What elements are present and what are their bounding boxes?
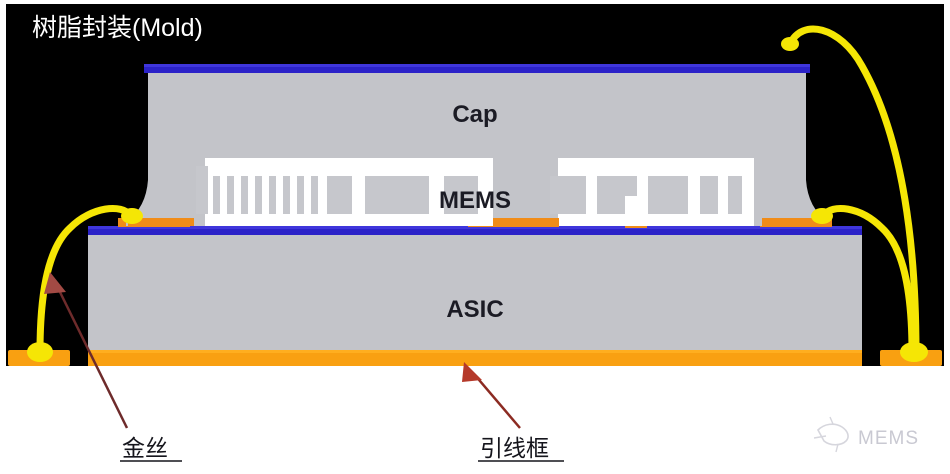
callout-label-lead-frame: 引线框: [480, 435, 549, 461]
cap-top-bond-layer: [144, 64, 810, 73]
mems-left-finger-slot: [255, 176, 262, 214]
ball-bond-cap-top: [781, 37, 799, 51]
mems-left-finger-slot: [283, 176, 290, 214]
mems-structure-right: [550, 158, 754, 226]
mems-left-notch: [196, 166, 208, 214]
ball-bond-right-top: [811, 208, 833, 224]
mems-right-gap-3: [700, 176, 718, 214]
label-cap: Cap: [452, 101, 497, 128]
mems-right-gap-4: [728, 176, 742, 214]
asic-die-body: [88, 232, 862, 350]
mems-left-gap-1: [327, 176, 352, 214]
callout-label-gold-wire: 金丝: [122, 435, 168, 461]
gold-wire-right-tall: [786, 25, 920, 356]
mems-right-stem: [625, 196, 641, 224]
mems-seam-pad: [493, 218, 559, 227]
gold-wire-group: [36, 25, 920, 356]
gold-wire-left-inner: [36, 205, 134, 356]
mems-left-finger-slot: [269, 176, 276, 214]
cap-body: [126, 70, 828, 226]
gold-wire-right-inner: [820, 205, 916, 356]
mems-left-finger-slot: [241, 176, 248, 214]
mems-right-gap-2: [648, 176, 688, 214]
callout-arrow-head-gold-wire: [44, 272, 66, 294]
label-asic: ASIC: [446, 296, 503, 323]
asic-top-bond-layer: [88, 226, 862, 235]
callout-arrows: [44, 272, 521, 429]
cap-foot-pad-left: [128, 218, 194, 226]
callout-arrow-line-lead-frame: [473, 373, 521, 429]
cap-foot-pad-right: [762, 218, 828, 226]
callout-arrow-line-gold-wire: [56, 287, 129, 429]
lead-frame-highlight: [88, 348, 862, 353]
mems-structure-left: [196, 158, 493, 226]
bird-logo-icon: [813, 416, 849, 453]
callout-arrow-head-lead-frame: [462, 362, 482, 382]
watermark-text: MEMS: [858, 428, 919, 449]
ball-bond-left-top: [121, 208, 143, 224]
ball-bond-right-base: [900, 342, 928, 362]
mems-left-finger-slot: [297, 176, 304, 214]
mems-left-gap-3: [444, 176, 478, 214]
label-mems: MEMS: [439, 187, 511, 214]
cap-top-bond-highlight: [144, 64, 810, 67]
ball-bond-left-base: [27, 342, 53, 362]
mems-right-gap-0: [550, 176, 586, 214]
asic-top-bond-highlight: [88, 226, 862, 229]
mems-left-finger-slot: [227, 176, 234, 214]
mems-left-finger-slot: [311, 176, 318, 214]
mems-left-gap-2: [365, 176, 429, 214]
mems-left-finger-slot: [213, 176, 220, 214]
page-title: 树脂封装(Mold): [32, 14, 203, 42]
